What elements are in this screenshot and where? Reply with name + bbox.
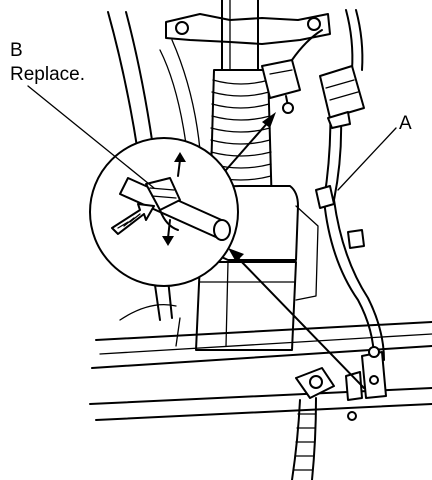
location-arrow xyxy=(228,248,365,389)
callout-b-letter: B xyxy=(10,40,23,61)
steering-column xyxy=(221,0,259,71)
detail-inset xyxy=(89,112,276,287)
leader-lines xyxy=(27,85,397,191)
harness-connector-top xyxy=(319,65,365,129)
bottom-hose xyxy=(291,367,335,480)
wire-harness-a xyxy=(315,9,385,361)
mounting-bracket xyxy=(165,13,331,45)
callout-b-note: Replace. xyxy=(10,64,85,85)
column-connector xyxy=(261,29,323,114)
lower-connectors xyxy=(345,346,387,421)
callout-a-letter: A xyxy=(399,113,412,134)
